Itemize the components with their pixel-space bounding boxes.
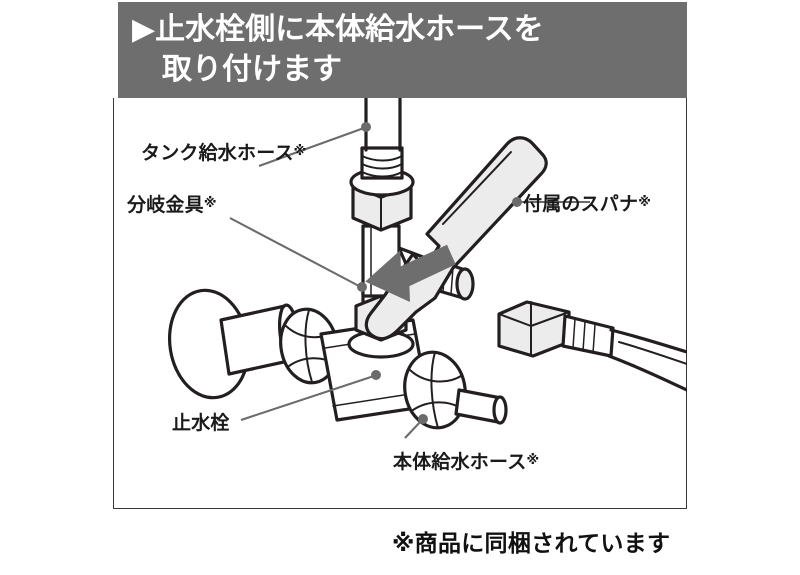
label-stopcock: 止水栓 bbox=[172, 408, 230, 435]
label-text: 付属のスパナ bbox=[523, 193, 639, 215]
tank-hose-part bbox=[364, 98, 402, 152]
label-text: 本体給水ホース bbox=[393, 451, 527, 473]
label-text: 止水栓 bbox=[172, 412, 230, 434]
asterisk-mark-icon: ※ bbox=[203, 196, 217, 211]
main-hose-part bbox=[497, 300, 687, 392]
label-main-water-supply-hose: 本体給水ホース※ bbox=[393, 447, 539, 474]
asterisk-mark-icon: ※ bbox=[293, 144, 307, 159]
asterisk-mark-icon: ※ bbox=[638, 195, 652, 210]
spanner-part bbox=[364, 136, 548, 341]
plumbing-illustration: .ln { fill:none; stroke:#231f20; stroke-… bbox=[167, 98, 687, 439]
asterisk-mark-icon: ※ bbox=[526, 453, 540, 468]
stopcock-body-part bbox=[219, 303, 508, 430]
leader-lines bbox=[229, 122, 590, 439]
footnote-included-in-product: ※商品に同梱されています bbox=[392, 531, 671, 557]
page-title: ▶止水栓側に本体給水ホースを 取り付けます bbox=[132, 12, 544, 87]
arrow-up-left-icon bbox=[365, 244, 456, 303]
label-text: タンク給水ホース bbox=[141, 142, 294, 164]
label-tank-water-supply-hose: タンク給水ホース※ bbox=[141, 138, 307, 165]
label-branch-fitting: 分岐金具※ bbox=[127, 190, 217, 217]
label-included-spanner: 付属のスパナ※ bbox=[523, 189, 651, 216]
header-banner: ▶止水栓側に本体給水ホースを 取り付けます bbox=[118, 2, 687, 98]
label-text: 分岐金具 bbox=[127, 194, 204, 216]
